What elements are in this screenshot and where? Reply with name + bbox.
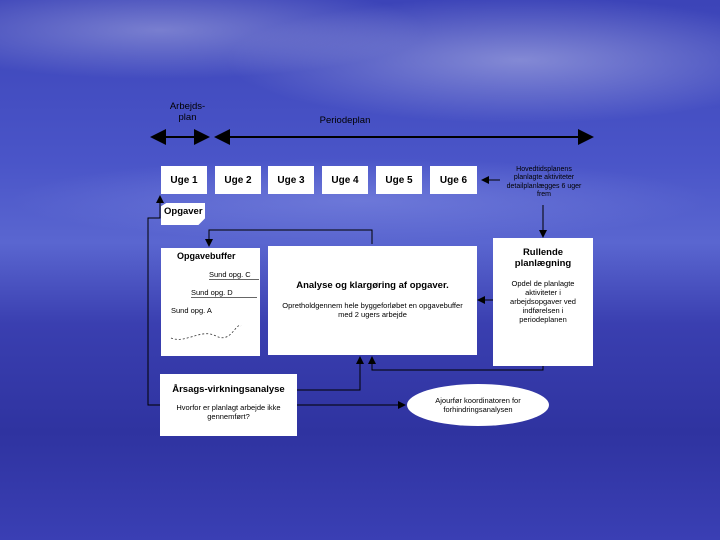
rullende-title: Rullende planlægning: [514, 247, 572, 269]
rullende-box: Rullende planlægning Opdel de planlagte …: [493, 238, 593, 366]
ellipse-text: Ajourfør koordinatoren for forhindringsa…: [435, 396, 521, 414]
week-3: Uge 3: [268, 166, 314, 194]
aarsags-to-week1-loop: [147, 195, 164, 406]
opgavebuffer-box: Opgavebuffer Sund opg. C Sund opg. D Sun…: [161, 248, 260, 356]
aarsags-to-analyse-arrow: [297, 356, 364, 391]
rullende-text: Opdel de planlagte aktiviteter i arbejds…: [510, 279, 576, 324]
aarsags-text: Hvorfor er planlagt arbejde ikke gennemf…: [176, 403, 281, 421]
analyse-title: Analyse og klargøring af opgaver.: [296, 280, 449, 291]
opgaver-card: Opgaver: [161, 203, 205, 225]
buffer-item-c: Sund opg. C: [209, 270, 259, 280]
buffer-item-a: Sund opg. A: [171, 306, 212, 315]
aarsags-title: Årsags-virkningsanalyse: [172, 384, 285, 395]
ajourfoer-ellipse: Ajourfør koordinatoren for forhindringsa…: [407, 384, 549, 426]
analyse-box: Analyse og klargøring af opgaver. Opreth…: [268, 246, 477, 355]
aarsags-box: Årsags-virkningsanalyse Hvorfor er planl…: [160, 374, 297, 436]
periodeplan-header: Periodeplan: [319, 115, 371, 126]
week-2: Uge 2: [215, 166, 261, 194]
arbejdsplan-header: Arbejds- plan: [169, 101, 206, 123]
analyse-feedback-loop: [368, 356, 544, 371]
analyse-to-buffer-loop: [205, 229, 373, 247]
week-5: Uge 5: [376, 166, 422, 194]
analyse-text: Opretholdgennem hele byggeforløbet en op…: [282, 301, 463, 319]
week-6: Uge 6: [430, 166, 477, 194]
opgavebuffer-title: Opgavebuffer: [177, 251, 236, 261]
buffer-item-d: Sund opg. D: [191, 288, 257, 298]
week-4: Uge 4: [322, 166, 368, 194]
week-1: Uge 1: [161, 166, 207, 194]
buffer-wavy-line: [170, 325, 242, 340]
hovedtidsplan-note: Hovedtidsplanens planlagte aktiviteter d…: [506, 166, 582, 199]
